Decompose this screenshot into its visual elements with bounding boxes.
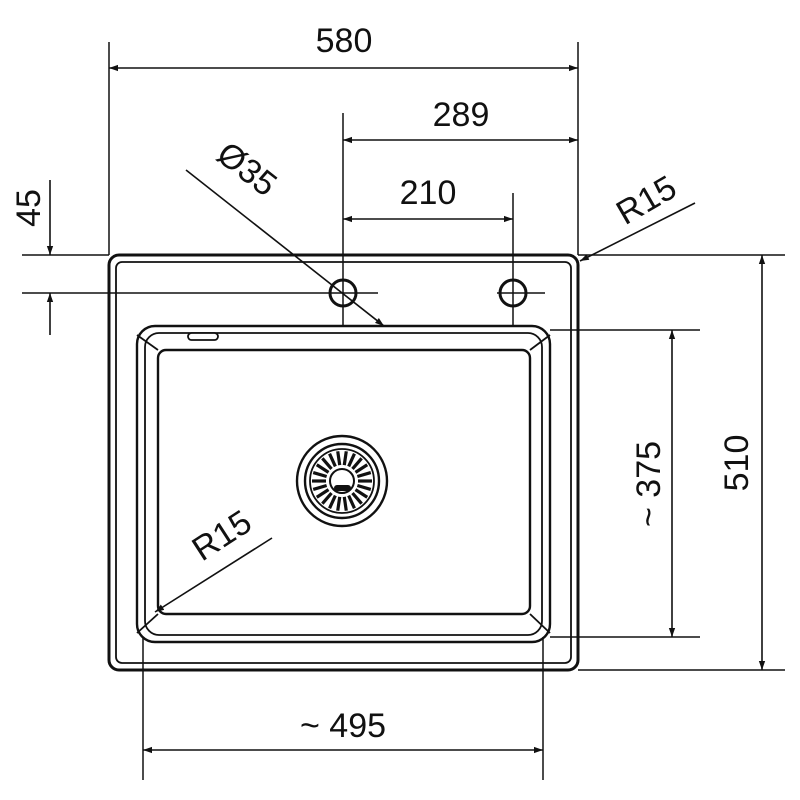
overflow-slot	[187, 332, 219, 341]
dim-label-r15-bowl: R15	[186, 503, 259, 569]
extension-lines	[22, 42, 785, 780]
strainer-spoke	[315, 488, 330, 499]
strainer-spoke	[315, 463, 330, 474]
strainer-spoke	[321, 457, 333, 470]
dimension-lines	[46, 64, 766, 754]
strainer-spoke	[342, 496, 348, 511]
strainer-spoke	[351, 492, 363, 505]
drain-strainer	[295, 434, 389, 528]
dim-label-45: 45	[10, 189, 48, 227]
strainer-spoke	[328, 494, 337, 509]
dim-label-diameter: Ø35	[210, 135, 284, 205]
strainer-spoke	[351, 457, 363, 470]
sink-bowl	[135, 324, 552, 644]
dim-label-375: ~ 375	[630, 441, 668, 527]
strainer-spoke	[321, 492, 333, 505]
strainer-spoke	[356, 471, 372, 479]
dim-label-580: 580	[316, 22, 373, 60]
strainer-spoke	[354, 488, 369, 499]
dim-label-510: 510	[718, 435, 756, 492]
strainer-spoke	[342, 451, 348, 466]
dim-label-289: 289	[433, 96, 490, 134]
strainer-spoke	[328, 453, 337, 468]
strainer-spoke	[354, 463, 369, 474]
strainer-spoke	[312, 471, 328, 479]
dim-label-r15-outer: R15	[610, 168, 683, 232]
strainer-spoke	[312, 483, 328, 491]
dim-label-495: ~ 495	[300, 707, 386, 745]
strainer-spoke	[356, 483, 372, 491]
leader-diameter	[185, 169, 385, 327]
strainer-spoke	[347, 453, 356, 468]
strainer-spoke	[336, 496, 342, 511]
strainer-spoke	[347, 494, 356, 509]
leader-r15-outer	[579, 202, 696, 262]
strainer-spoke	[336, 451, 342, 466]
leader-r15-bowl	[154, 537, 273, 613]
dim-label-210: 210	[400, 174, 457, 212]
